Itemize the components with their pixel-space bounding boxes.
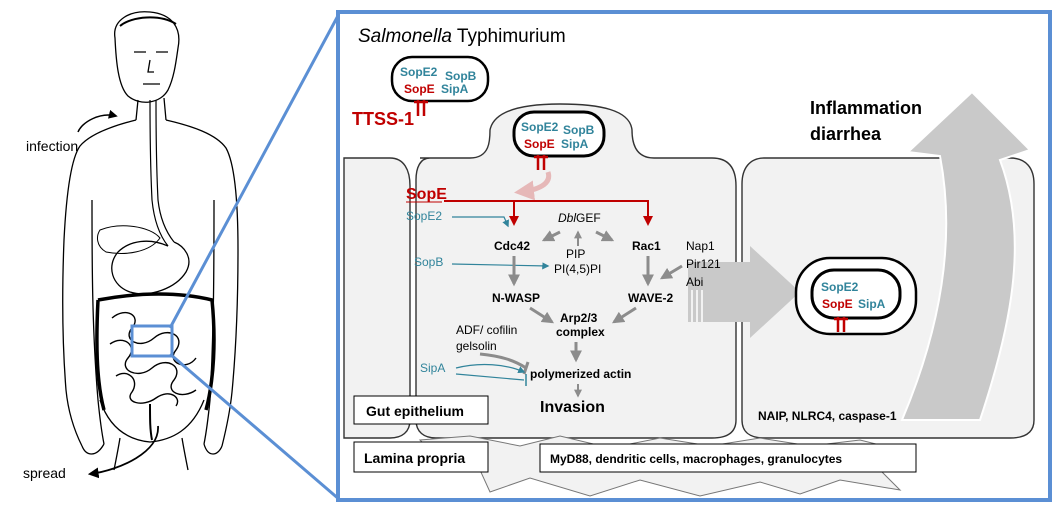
adf-cofilin: ADF/ cofilin bbox=[456, 323, 517, 337]
abi: Abi bbox=[686, 275, 703, 289]
vacuole-sope2: SopE2 bbox=[821, 280, 859, 294]
diarrhea-label: diarrhea bbox=[810, 124, 882, 144]
invasion: Invasion bbox=[540, 399, 605, 416]
vacuole-bacterium bbox=[810, 268, 902, 320]
sipa-to-actin-1 bbox=[455, 363, 526, 373]
transfer-arrow bbox=[688, 246, 800, 338]
bacterium-sope: SopE bbox=[404, 82, 435, 96]
gelsolin: gelsolin bbox=[456, 339, 497, 353]
pathway-sopb: SopB bbox=[414, 255, 443, 269]
spread-arrow bbox=[87, 425, 159, 479]
invading-sopb: SopB bbox=[563, 123, 595, 137]
myd88-box bbox=[539, 443, 917, 473]
pip: PIP bbox=[566, 247, 585, 261]
nwasp-to-arp bbox=[529, 306, 555, 324]
inflammation-label: Inflammation bbox=[810, 98, 922, 118]
polymerized-actin: polymerized actin bbox=[530, 367, 631, 381]
naip-label: NAIP, NLRC4, caspase-1 bbox=[758, 409, 897, 423]
dblgef-to-rac1 bbox=[595, 230, 615, 242]
sopb-to-pip2 bbox=[451, 262, 550, 270]
wave2-to-arp bbox=[611, 306, 637, 324]
injection-arrow bbox=[514, 171, 552, 201]
zoom-box bbox=[130, 324, 174, 358]
wave2: WAVE-2 bbox=[628, 291, 673, 305]
transfer-arrow-stripes bbox=[691, 290, 703, 322]
adf-inhibition bbox=[479, 352, 527, 370]
ttss-label: TTSS-1 bbox=[352, 109, 414, 129]
nap1: Nap1 bbox=[686, 239, 715, 253]
sope-to-rac1 bbox=[444, 200, 653, 226]
invading-sipa: SipA bbox=[561, 137, 589, 151]
dblgef-to-cdc42 bbox=[541, 230, 561, 242]
human-figure bbox=[62, 11, 239, 471]
infection-arrow bbox=[77, 109, 118, 133]
bacterium-sope2: SopE2 bbox=[400, 65, 438, 79]
rac1: Rac1 bbox=[632, 239, 661, 253]
pathway-sope2: SopE2 bbox=[406, 209, 442, 223]
nwasp: N-WASP bbox=[492, 291, 540, 305]
bacterium-sipa: SipA bbox=[441, 82, 469, 96]
vacuole-sope: SopE bbox=[822, 297, 853, 311]
inflammation-arrow bbox=[900, 90, 1032, 421]
pathway-sipa: SipA bbox=[420, 361, 445, 375]
ttss-needle-invading bbox=[534, 155, 548, 170]
sope2-to-cdc42 bbox=[452, 216, 509, 228]
dblgef: DblGEF bbox=[558, 211, 601, 225]
zoom-line-top bbox=[168, 11, 342, 329]
arp-line2: complex bbox=[556, 325, 605, 339]
title: Salmonella Typhimurium bbox=[358, 26, 566, 47]
cell-center bbox=[415, 103, 737, 439]
pir121: Pir121 bbox=[686, 257, 721, 271]
ttss-needle-vacuole bbox=[834, 317, 848, 332]
pathway-sope: SopE bbox=[406, 186, 447, 203]
free-bacterium bbox=[390, 55, 490, 103]
spread-label: spread bbox=[23, 465, 66, 481]
vacuole-sipa: SipA bbox=[858, 297, 886, 311]
bacterium-sopb: SopB bbox=[445, 69, 477, 83]
pip2: PI(4,5)PI bbox=[554, 262, 601, 276]
arp-line1: Arp2/3 bbox=[560, 311, 598, 325]
lamina-label: Lamina propria bbox=[364, 450, 465, 466]
complex-to-wave2 bbox=[659, 264, 683, 280]
infection-label: infection bbox=[26, 138, 78, 154]
invading-bacterium bbox=[512, 110, 606, 158]
cdc42: Cdc42 bbox=[494, 239, 530, 253]
invading-sope: SopE bbox=[524, 137, 555, 151]
zoom-line-bottom bbox=[169, 352, 341, 502]
sipa-to-actin-2 bbox=[455, 373, 525, 381]
gut-box bbox=[353, 395, 489, 425]
lamina-box bbox=[353, 441, 489, 473]
gut-label: Gut epithelium bbox=[366, 403, 464, 419]
ttss-needle-free bbox=[414, 100, 428, 116]
myd88-label: MyD88, dendritic cells, macrophages, gra… bbox=[550, 452, 842, 466]
invading-sope2: SopE2 bbox=[521, 120, 559, 134]
